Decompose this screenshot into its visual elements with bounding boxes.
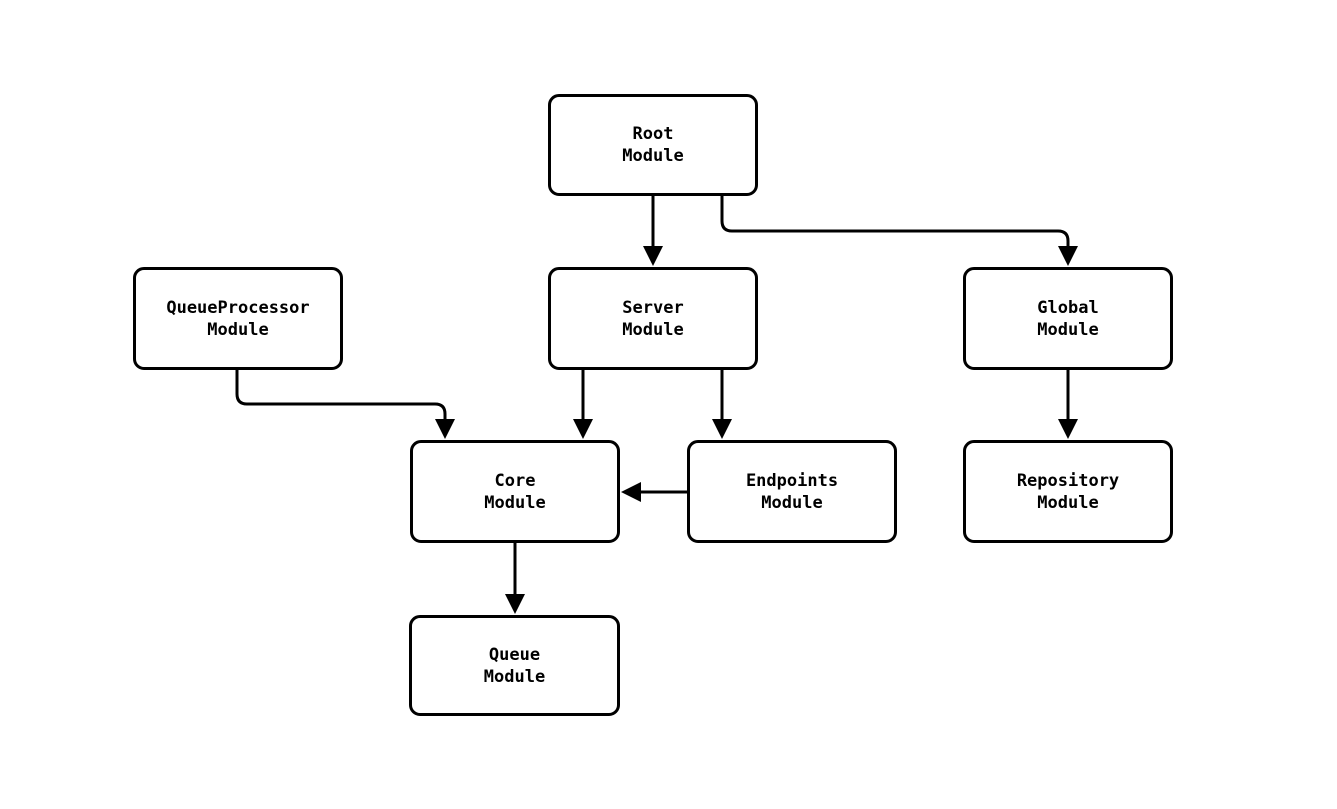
node-queueprocessor-label-line2: Module <box>207 319 269 340</box>
node-endpoints-label-line2: Module <box>761 492 823 513</box>
edge-core-to-queue <box>505 543 525 614</box>
arrowhead-server-to-core <box>573 419 593 439</box>
edge-server-to-core <box>573 370 593 439</box>
arrowhead-core-to-queue <box>505 594 525 614</box>
node-core-label-line1: Core <box>494 470 536 491</box>
arrowhead-root-to-global <box>1058 246 1078 266</box>
edge-line-root-to-global <box>720 196 1070 252</box>
node-queue-label-line2: Module <box>483 666 546 687</box>
node-global-label-line1: Global <box>1037 297 1099 318</box>
arrowhead-root-to-server <box>643 246 663 266</box>
node-core-label-line2: Module <box>484 492 546 513</box>
node-repository-label-line2: Module <box>1037 492 1099 513</box>
arrowhead-global-to-repository <box>1058 419 1078 439</box>
node-root-label-line2: Module <box>622 146 684 166</box>
edge-root-to-global <box>720 196 1078 266</box>
edge-endpoints-to-core <box>621 482 687 502</box>
arrowhead-endpoints-to-core <box>621 482 641 502</box>
node-server-label-line2: Module <box>622 319 684 340</box>
edge-root-to-server <box>643 196 663 266</box>
edge-line-queueprocessor-to-core <box>235 370 447 425</box>
edge-queueprocessor-to-core <box>235 370 455 439</box>
edge-global-to-repository <box>1058 370 1078 439</box>
arrowhead-queueprocessor-to-core <box>435 419 455 439</box>
node-global-label-line2: Module <box>1037 319 1099 340</box>
node-queue-label-line1: Queue <box>488 644 541 665</box>
node-repository-label-line1: Repository <box>1016 470 1120 491</box>
edge-server-to-endpoints <box>712 370 732 439</box>
node-queueprocessor-label-line1: QueueProcessor <box>166 297 310 318</box>
node-server-label-line1: Server <box>622 297 684 318</box>
node-root-label-line1: Root <box>632 124 674 144</box>
arrowhead-server-to-endpoints <box>712 419 732 439</box>
node-endpoints-label-line1: Endpoints <box>745 470 839 491</box>
